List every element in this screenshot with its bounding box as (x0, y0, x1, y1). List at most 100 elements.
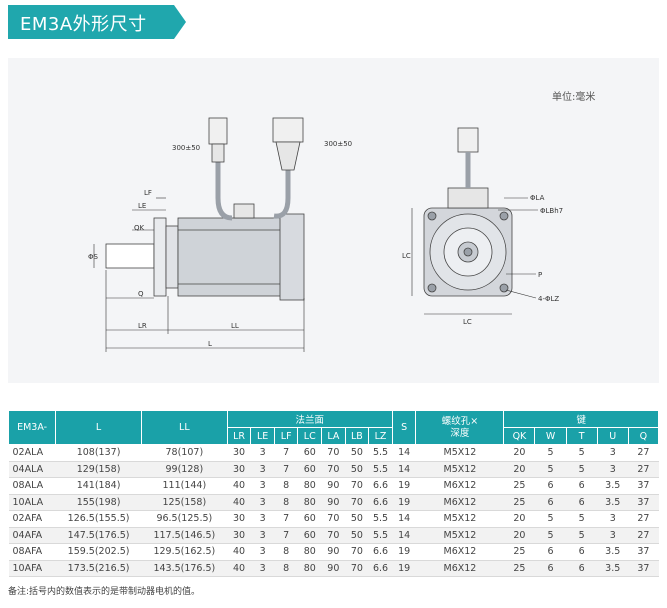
table-cell: 20 (503, 527, 535, 544)
table-cell: 5 (534, 510, 567, 528)
label-L: L (208, 340, 212, 348)
table-cell: 129(158) (55, 461, 142, 478)
table-cell: 129.5(162.5) (141, 543, 228, 561)
table-cell: 7 (274, 527, 298, 544)
table-cell: 7 (274, 444, 298, 462)
header-LZ: LZ (368, 427, 393, 445)
label-LZ: 4-ΦLZ (538, 295, 559, 303)
model-cell: 08AFA (8, 543, 56, 561)
header-LC: LC (297, 427, 323, 445)
model-cell: 04AFA (8, 527, 56, 544)
table-cell: 37 (628, 543, 659, 561)
table-cell: 27 (628, 510, 659, 528)
table-header-row-1: EM3A- L LL 法兰面 S 螺纹孔× 深度 键 (7, 410, 659, 445)
table-cell: 5.5 (368, 461, 393, 478)
table-cell: 5 (566, 444, 598, 462)
table-cell: 19 (392, 477, 416, 495)
table-cell: 6.6 (368, 543, 393, 561)
table-cell: 90 (321, 543, 346, 561)
table-cell: 30 (227, 510, 251, 528)
table-cell: 99(128) (141, 461, 228, 478)
label-LL: LL (231, 322, 239, 330)
table-cell: 25 (503, 477, 535, 495)
table-cell: 40 (227, 543, 251, 561)
table-cell: 3 (250, 477, 275, 495)
table-cell: M5X12 (415, 461, 504, 478)
table-cell: 3.5 (597, 477, 629, 495)
table-cell: 60 (297, 461, 322, 478)
table-cell: 108(137) (55, 444, 142, 462)
section-title-tab: EM3A外形尺寸 (8, 5, 186, 39)
table-cell: 5.5 (368, 510, 393, 528)
table-cell: 14 (392, 510, 416, 528)
table-cell: 37 (628, 494, 659, 511)
table-cell: 78(107) (141, 444, 228, 462)
table-cell: 90 (321, 560, 346, 577)
table-cell: 30 (227, 527, 251, 544)
header-thread: 螺纹孔× 深度 (415, 410, 505, 445)
table-cell: 6.6 (368, 560, 393, 577)
table-cell: 111(144) (141, 477, 228, 495)
table-cell: 6.6 (368, 477, 393, 495)
table-cell: 3 (250, 494, 275, 511)
table-cell: 37 (628, 477, 659, 495)
model-cell: 08ALA (8, 477, 56, 495)
label-LR: LR (138, 322, 147, 330)
table-cell: M5X12 (415, 444, 504, 462)
table-cell: 19 (392, 494, 416, 511)
table-cell: 80 (297, 560, 322, 577)
cable-label-2: 300±50 (324, 140, 352, 148)
table-cell: 3 (250, 543, 275, 561)
table-cell: 6 (566, 560, 598, 577)
table-cell: 25 (503, 543, 535, 561)
table-cell: 3.5 (597, 494, 629, 511)
table-cell: 27 (628, 461, 659, 478)
motor-outline-drawing: LF LE QK ΦS Q LR LL L 300±50 300±50 (88, 117, 563, 352)
model-cell: 10ALA (8, 494, 56, 511)
model-cell: 02AFA (8, 510, 56, 528)
table-cell: 155(198) (55, 494, 142, 511)
label-LF: LF (144, 189, 152, 197)
table-cell: 125(158) (141, 494, 228, 511)
table-cell: 5 (534, 461, 567, 478)
table-cell: 5.5 (368, 444, 393, 462)
table-cell: 19 (392, 543, 416, 561)
model-cell: 02ALA (8, 444, 56, 462)
table-cell: 5 (566, 461, 598, 478)
table-cell: 147.5(176.5) (55, 527, 142, 544)
table-cell: 19 (392, 560, 416, 577)
table-cell: 50 (345, 461, 369, 478)
header-LA: LA (321, 427, 346, 445)
table-cell: 6.6 (368, 494, 393, 511)
table-cell: 8 (274, 543, 298, 561)
table-cell: 20 (503, 444, 535, 462)
table-cell: 159.5(202.5) (55, 543, 142, 561)
table-cell: 40 (227, 560, 251, 577)
table-cell: 6 (534, 494, 567, 511)
table-cell: 25 (503, 494, 535, 511)
table-cell: 6 (534, 560, 567, 577)
table-cell: 14 (392, 527, 416, 544)
table-cell: 3 (250, 527, 275, 544)
unit-label: 单位:毫米 (552, 92, 596, 103)
table-cell: 6 (566, 543, 598, 561)
table-cell: 173.5(216.5) (55, 560, 142, 577)
table-cell: 6 (534, 477, 567, 495)
header-LF: LF (273, 427, 299, 445)
table-cell: 80 (297, 494, 322, 511)
table-header-row-2: LR LE LF LC LA LB LZ QK W T U Q (9, 427, 660, 445)
table-cell: 96.5(125.5) (141, 510, 228, 528)
table-cell: M6X12 (415, 543, 504, 561)
table-cell: 14 (392, 461, 416, 478)
table-cell: 3 (597, 461, 629, 478)
table-cell: 70 (321, 461, 346, 478)
table-cell: 3 (250, 444, 275, 462)
table-cell: 70 (345, 494, 369, 511)
